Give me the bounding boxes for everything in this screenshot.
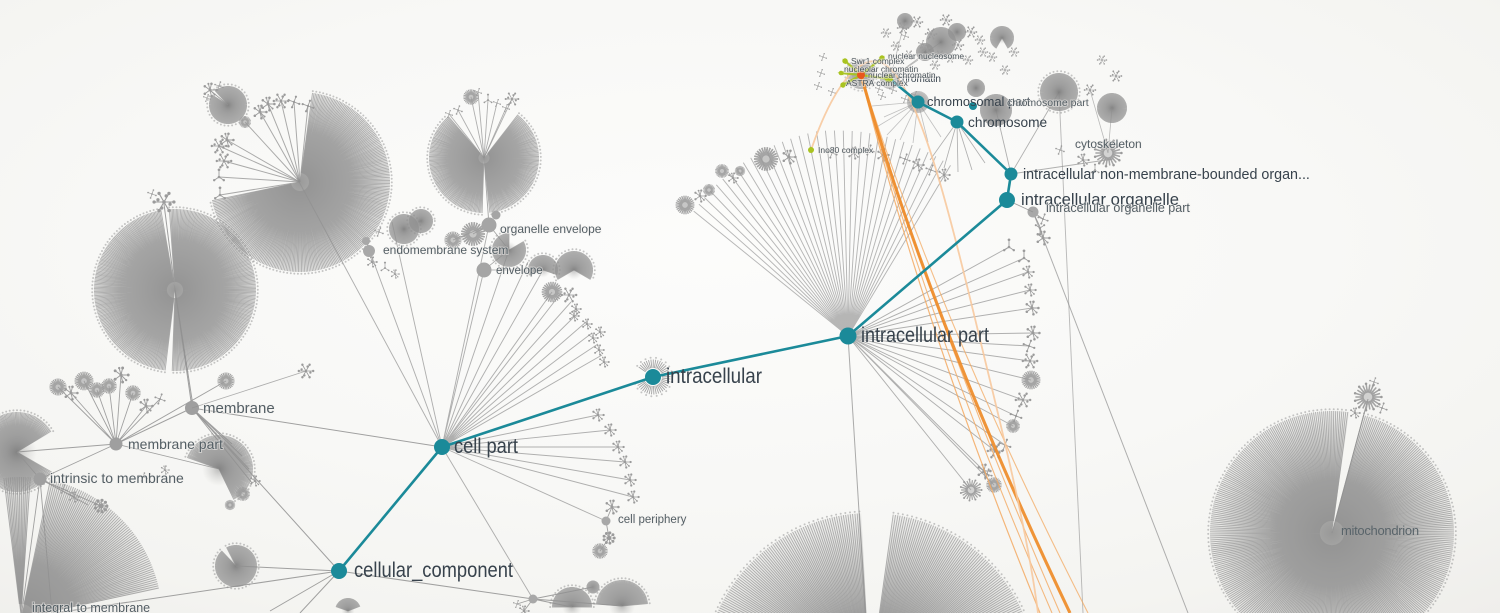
- svg-text:Swr1 complex: Swr1 complex: [851, 56, 905, 66]
- svg-text:cellular_component: cellular_component: [354, 559, 513, 582]
- svg-text:nucleolar chromatin: nucleolar chromatin: [844, 64, 918, 74]
- svg-text:nuclear nucleosome: nuclear nucleosome: [888, 51, 964, 61]
- svg-text:membrane part: membrane part: [128, 436, 223, 452]
- svg-text:intracellular non-membrane-bou: intracellular non-membrane-bounded organ…: [1023, 167, 1310, 183]
- svg-text:chromosome: chromosome: [968, 115, 1047, 130]
- svg-text:chromosomal part: chromosomal part: [927, 94, 1031, 109]
- svg-text:cytoskeleton: cytoskeleton: [1075, 137, 1142, 151]
- svg-text:ASTRA complex: ASTRA complex: [846, 78, 909, 88]
- svg-text:integral to membrane: integral to membrane: [32, 601, 150, 613]
- svg-text:endomembrane system: endomembrane system: [383, 243, 508, 257]
- svg-text:mitochondrion: mitochondrion: [1341, 523, 1419, 538]
- svg-text:chromatin: chromatin: [897, 74, 941, 85]
- svg-text:envelope: envelope: [496, 265, 543, 277]
- svg-text:Ino80 complex: Ino80 complex: [818, 145, 874, 155]
- svg-text:chromosome part: chromosome part: [1007, 97, 1089, 109]
- svg-text:intracellular organelle: intracellular organelle: [1021, 191, 1179, 209]
- svg-text:cell part: cell part: [454, 435, 518, 458]
- svg-text:intracellular organelle part: intracellular organelle part: [1046, 201, 1190, 215]
- svg-text:intracellular part: intracellular part: [861, 324, 989, 347]
- svg-text:cell periphery: cell periphery: [618, 514, 687, 526]
- svg-text:nuclear chromatin: nuclear chromatin: [868, 70, 936, 80]
- svg-text:membrane: membrane: [203, 400, 275, 417]
- svg-text:intracellular: intracellular: [666, 365, 762, 388]
- svg-text:intrinsic to membrane: intrinsic to membrane: [50, 470, 184, 486]
- svg-text:organelle envelope: organelle envelope: [500, 222, 602, 236]
